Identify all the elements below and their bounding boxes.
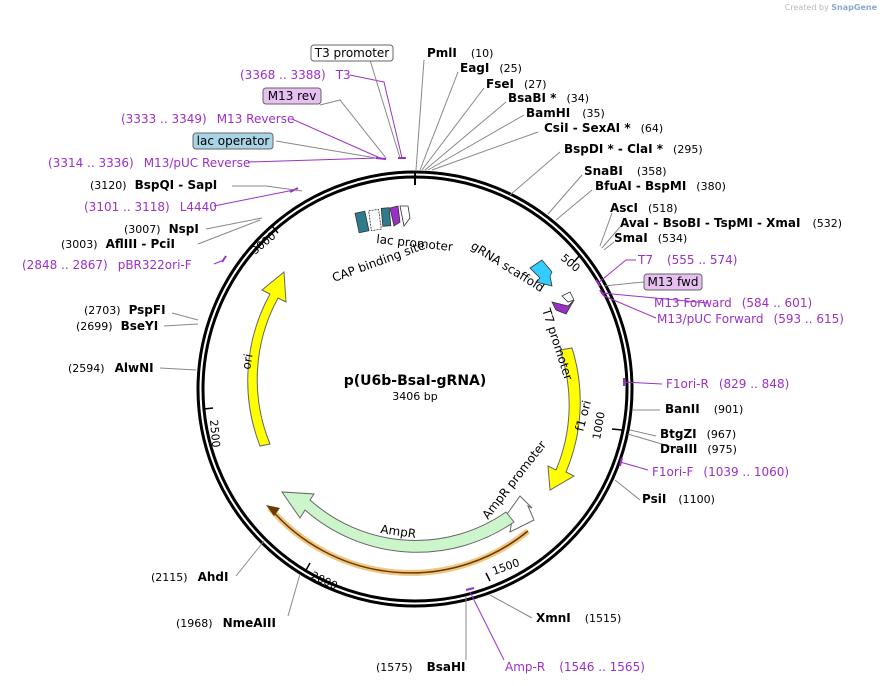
t3-promoter-feature[interactable] — [399, 205, 411, 227]
enzyme-psii[interactable]: PsiI(1100) — [642, 492, 715, 506]
enzyme-smai[interactable]: SmaI(534) — [614, 231, 687, 245]
ori-feature[interactable] — [247, 270, 287, 447]
primer-m13-forward[interactable]: M13 Forward(584 .. 601) — [654, 296, 812, 310]
snapgene-logo: SnapGene — [831, 3, 877, 12]
enzyme-asci[interactable]: AscI(518) — [610, 201, 678, 215]
m13-rev-feature[interactable] — [389, 205, 401, 227]
primer-m13-puc-forward[interactable]: M13/pUC Forward(593 .. 615) — [657, 312, 844, 326]
tick-label: 1000 — [590, 411, 608, 441]
ampr-orf-line — [269, 507, 529, 574]
enzyme-bamhi[interactable]: BamHI(35) — [526, 106, 605, 120]
enzyme-bfuai-bspmi[interactable]: BfuAI - BspMI(380) — [595, 179, 726, 193]
primer-t7[interactable]: T7(555 .. 574) — [637, 253, 737, 267]
ampr-orf-arrowhead — [266, 505, 280, 516]
ampr-label: AmpR — [380, 522, 417, 541]
enzyme-labels-left: (3120)BspQI - SapI (3007)NspI (3003)AflI… — [61, 178, 465, 674]
enzyme-csii-sexai[interactable]: CsiI - SexAI *(64) — [544, 121, 663, 135]
enzyme-eagi[interactable]: EagI(25) — [460, 61, 522, 75]
cap-binding-site-feature[interactable] — [354, 210, 370, 234]
lac-operator-feature[interactable] — [380, 207, 392, 227]
lac-promoter-box[interactable] — [368, 208, 382, 232]
primer-amp-r[interactable]: Amp-R(1546 .. 1565) — [505, 660, 645, 674]
primer-m13-puc-reverse[interactable]: (3314 .. 3336)M13/pUC Reverse — [48, 156, 250, 170]
primer-t3[interactable]: (3368 .. 3388)T3 — [240, 68, 351, 82]
credit-prefix: Created by — [784, 3, 829, 12]
enzyme-alwni[interactable]: (2594)AlwNI — [68, 361, 154, 375]
enzyme-bsabi[interactable]: BsaBI *(34) — [508, 91, 589, 105]
primer-f1ori-f[interactable]: F1ori-F(1039 .. 1060) — [652, 465, 789, 479]
t7-promoter-feature[interactable] — [551, 299, 575, 315]
enzyme-labels-right: PmlI(10) EagI(25) FseI(27) BsaBI *(34) B… — [427, 46, 842, 625]
t3-promoter-box-label: T3 promoter — [314, 46, 390, 60]
enzyme-xmni[interactable]: XmnI(1515) — [536, 611, 621, 625]
primer-f1ori-r[interactable]: F1ori-R(829 .. 848) — [666, 377, 789, 391]
primer-pbr322ori-f[interactable]: (2848 .. 2867)pBR322ori-F — [22, 258, 192, 272]
lac-operator-box-label: lac operator — [197, 134, 270, 148]
plasmid-size: 3406 bp — [392, 390, 437, 403]
enzyme-draiii[interactable]: DraIII(975) — [660, 442, 737, 456]
enzyme-bspdi-clai[interactable]: BspDI * - ClaI *(295) — [564, 142, 703, 156]
enzyme-snabi[interactable]: SnaBI(358) — [584, 164, 667, 178]
f1-ori-feature[interactable] — [547, 347, 581, 491]
enzyme-bspqi-sapi[interactable]: (3120)BspQI - SapI — [90, 178, 217, 192]
t7-promoter-feature-outline — [561, 291, 575, 303]
plasmid-name: p(U6b-BsaI-gRNA) — [344, 373, 487, 389]
enzyme-fsei[interactable]: FseI(27) — [486, 77, 547, 91]
tick-label: 2000 — [309, 569, 340, 593]
enzyme-nspi[interactable]: (3007)NspI — [124, 222, 199, 236]
m13-rev-box[interactable]: M13 rev — [262, 87, 322, 105]
enzyme-nmeaiii[interactable]: (1968)NmeAIII — [176, 616, 276, 630]
lac-operator-box[interactable]: lac operator — [192, 132, 274, 150]
m13-fwd-box[interactable]: M13 fwd — [643, 273, 703, 291]
enzyme-avai-group[interactable]: AvaI - BsoBI - TspMI - XmaI(532) — [620, 216, 842, 230]
t3-promoter-box[interactable]: T3 promoter — [310, 44, 394, 62]
leader-lines-primers — [213, 59, 709, 661]
enzyme-afliii-pcii[interactable]: (3003)AflIII - PciI — [61, 237, 175, 251]
enzyme-btgzi[interactable]: BtgZI(967) — [660, 427, 736, 441]
primer-labels: (3368 .. 3388)T3 (3333 .. 3349)M13 Rever… — [22, 68, 844, 674]
enzyme-pmli[interactable]: PmlI(10) — [427, 46, 493, 60]
primer-l4440[interactable]: (3101 .. 3118)L4440 — [84, 200, 217, 214]
m13-fwd-box-label: M13 fwd — [648, 275, 699, 289]
leader-lines-right — [415, 59, 683, 619]
grna-scaffold-feature[interactable] — [529, 259, 553, 287]
enzyme-bsahi[interactable]: (1575)BsaHI — [376, 660, 465, 674]
enzyme-banii[interactable]: BanII(901) — [665, 402, 743, 416]
tick-label: 2500 — [207, 419, 222, 448]
m13-rev-box-label: M13 rev — [268, 89, 317, 103]
ampr-promoter-feature[interactable] — [498, 495, 535, 533]
enzyme-bseyi[interactable]: (2699)BseYI — [76, 319, 158, 333]
enzyme-ahdi[interactable]: (2115)AhdI — [151, 570, 228, 584]
snapgene-credit: Created by SnapGene — [785, 3, 877, 12]
enzyme-pspfi[interactable]: (2703)PspFI — [84, 303, 166, 317]
primer-m13-reverse[interactable]: (3333 .. 3349)M13 Reverse — [121, 112, 294, 126]
ampr-feature[interactable] — [281, 491, 515, 553]
t7-promoter-label: T7 promoter — [539, 306, 576, 382]
leader-lines-left — [159, 185, 467, 660]
ori-label: ori — [239, 353, 255, 371]
